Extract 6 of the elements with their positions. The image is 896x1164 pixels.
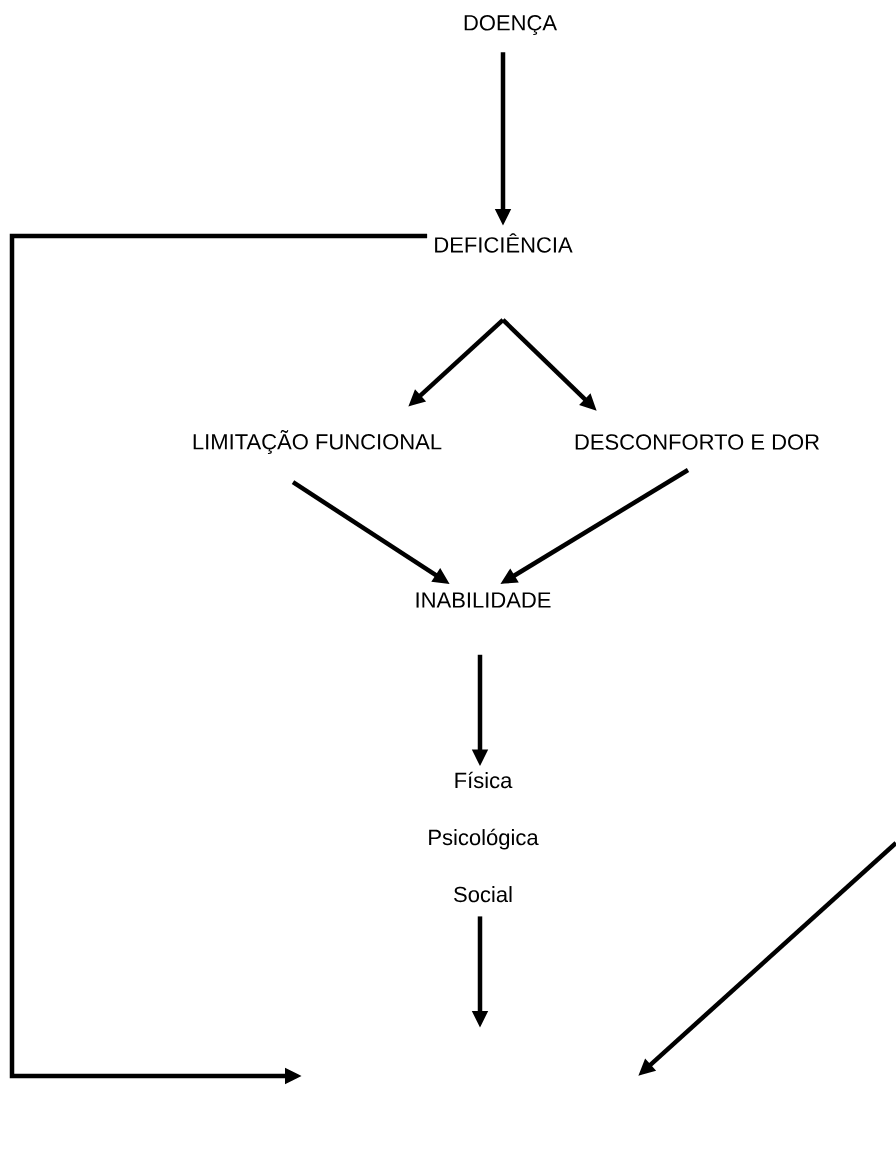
node-label: DEFICIÊNCIA [435, 233, 573, 253]
node-label: Física Psicológica Social [429, 771, 539, 903]
node-label: DOENÇA [464, 15, 557, 35]
node-label: INABILIDADE [416, 592, 551, 608]
node-label: DESCONFORTO E DOR [575, 434, 819, 450]
node-label: LIMITAÇÃO FUNCIONAL [193, 430, 442, 454]
